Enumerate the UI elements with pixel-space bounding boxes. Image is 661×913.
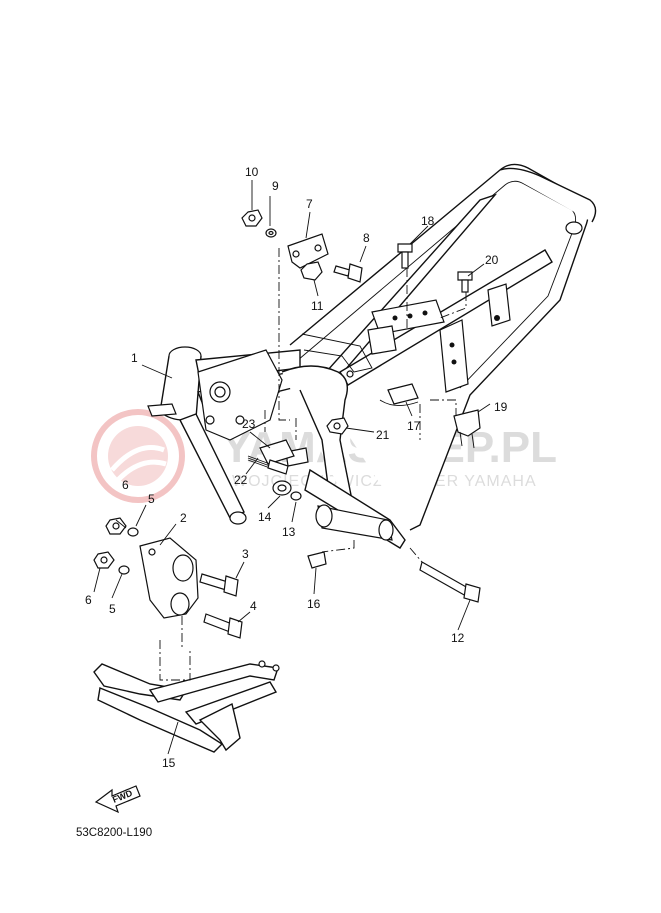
callout-4: 4: [250, 599, 257, 613]
reference-lines: [159, 248, 467, 681]
callout-5a: 5: [148, 492, 155, 506]
callout-18: 18: [421, 214, 435, 228]
callout-15: 15: [162, 756, 176, 770]
leader-lines: [93, 180, 491, 755]
callout-10: 10: [245, 165, 259, 179]
fwd-arrow-icon: FWD: [94, 785, 141, 814]
main-frame-drawing: [147, 163, 597, 549]
callout-1: 1: [131, 351, 138, 365]
callout-6a: 6: [122, 478, 129, 492]
callout-14: 14: [258, 510, 272, 524]
callout-17: 17: [407, 419, 421, 433]
callout-3: 3: [242, 547, 249, 561]
callout-21: 21: [376, 428, 390, 442]
callout-22: 22: [234, 473, 248, 487]
callout-12: 12: [451, 631, 465, 645]
callout-2: 2: [180, 511, 187, 525]
callout-23: 23: [242, 417, 256, 431]
watermark-logo-icon: [91, 409, 185, 503]
callout-labels: 1 2 3 4 5 5 6 6 7 8 9 10 11 12 13 14 15 …: [85, 165, 508, 770]
callout-19: 19: [494, 400, 508, 414]
callout-9: 9: [272, 179, 279, 193]
callout-16: 16: [307, 597, 321, 611]
callout-20: 20: [485, 253, 499, 267]
callout-13: 13: [282, 525, 296, 539]
callout-8: 8: [363, 231, 370, 245]
small-parts-drawing: [93, 209, 481, 753]
callout-11: 11: [311, 299, 324, 313]
callout-6b: 6: [85, 593, 92, 607]
callout-5b: 5: [109, 602, 116, 616]
diagram-code: 53C8200-L190: [76, 827, 152, 839]
callout-7: 7: [306, 197, 313, 211]
